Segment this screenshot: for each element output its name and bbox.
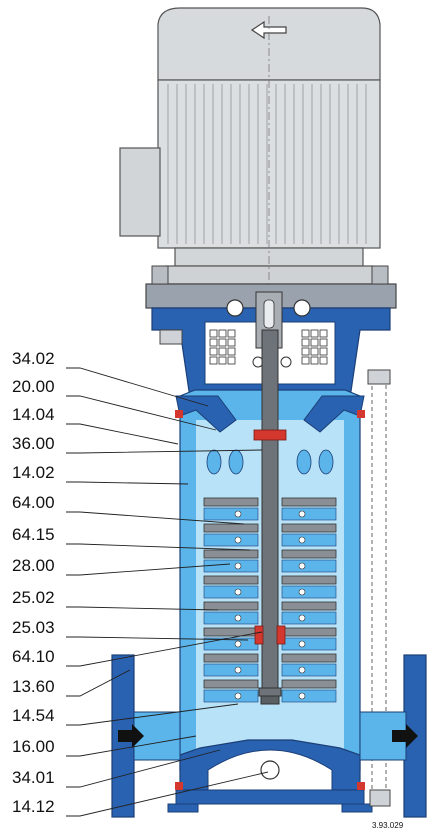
pump-shaft — [258, 329, 282, 705]
callout-label-28-00: 28.00 — [12, 556, 55, 575]
callout-label-25-02: 25.02 — [12, 588, 55, 607]
callout-label-20-00: 20.00 — [12, 377, 55, 396]
callout-label-64-00: 64.00 — [12, 493, 55, 512]
callout-label-14-12: 14.12 — [12, 797, 55, 816]
callout-leader-line — [66, 735, 197, 757]
callout-label-34-02: 34.02 — [12, 349, 55, 368]
callout-label-34-01: 34.01 — [12, 768, 55, 787]
callout-leader-line — [66, 606, 219, 611]
callout-leader-line — [66, 423, 179, 445]
motor-cooling-fins — [167, 84, 367, 244]
callout-label-25-03: 25.03 — [12, 618, 55, 637]
callout-label-64-10: 64.10 — [12, 647, 55, 666]
inlet-arrow-icon — [118, 724, 144, 748]
callout-label-14-04: 14.04 — [12, 405, 55, 424]
inlet-flange — [111, 654, 181, 818]
rotation-arrow-icon — [250, 20, 287, 40]
callout-leader-line — [66, 703, 239, 726]
reference-number: 3.93.029 — [372, 821, 404, 830]
bearing-left — [226, 299, 244, 317]
callout-label-64-15: 64.15 — [12, 525, 55, 544]
callout-leader-line — [66, 367, 209, 407]
callout-leader-line — [66, 669, 131, 697]
callout-leader-line — [66, 543, 251, 551]
motor — [119, 7, 397, 309]
coupling-guard-grid-right — [301, 329, 328, 365]
outlet-flange — [359, 654, 427, 818]
callout-label-14-02: 14.02 — [12, 463, 55, 482]
callout-leader-line — [66, 511, 245, 525]
callout-leader-line — [66, 449, 263, 454]
drain-plug — [260, 760, 280, 780]
callout-leader-line — [66, 631, 263, 667]
callout-leader-line — [66, 481, 189, 485]
bearing-right — [293, 299, 311, 317]
part-callouts: 34.02 20.00 14.04 36.00 14.02 64.00 64.15 28.00… — [12, 349, 269, 817]
callout-label-36-00: 36.00 — [12, 434, 55, 453]
callout-leader-line — [66, 636, 249, 641]
outlet-arrow-icon — [392, 724, 418, 748]
mechanical-seal — [175, 410, 365, 790]
callout-leader-line — [66, 771, 269, 817]
callout-label-14-54: 14.54 — [12, 706, 55, 725]
terminal-box — [119, 147, 161, 237]
callout-leader-line — [66, 563, 231, 576]
tie-rods — [159, 329, 391, 807]
coupling-guard-grid-left — [209, 329, 236, 365]
callout-label-16-00: 16.00 — [12, 737, 55, 756]
callout-label-13-60: 13.60 — [12, 677, 55, 696]
pump-stages — [203, 449, 337, 703]
callout-leader-line — [66, 395, 217, 431]
callout-leader-line — [66, 749, 221, 788]
